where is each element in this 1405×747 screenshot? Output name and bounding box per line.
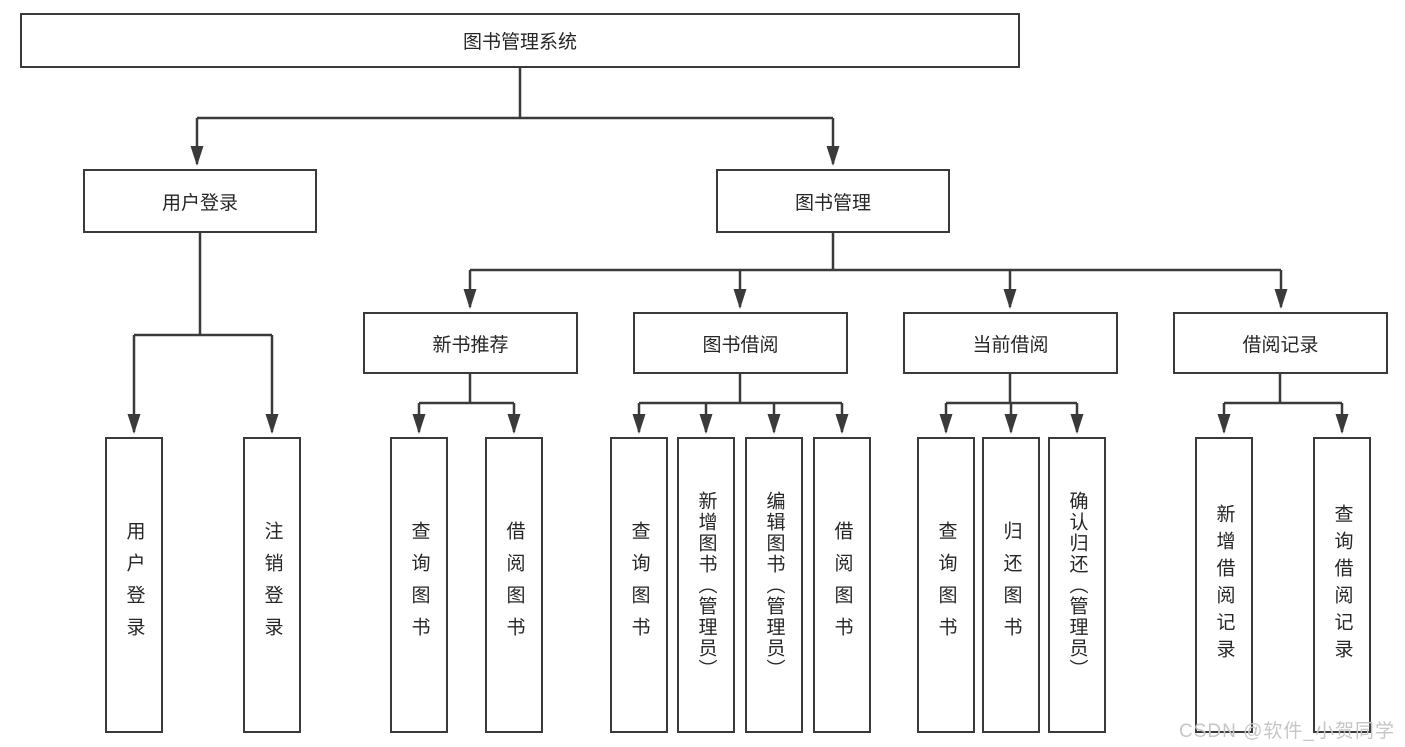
- node-book-borrow: 图书借阅: [633, 312, 848, 374]
- node-book-management: 图书管理: [716, 169, 950, 233]
- edge-records-split: [1224, 374, 1342, 405]
- edge-root-trunk: [197, 68, 833, 120]
- leaf-bb-query-books: 查询图书: [610, 437, 668, 733]
- leaf-nb-borrow-books: 借阅图书: [485, 437, 543, 733]
- leaf-bb-borrow-books: 借阅图书: [813, 437, 871, 733]
- node-book-borrow-label: 图书借阅: [702, 334, 779, 356]
- leaf-nb-query-books-label: 查询图书: [408, 521, 430, 649]
- leaf-cb-return-books-label: 归还图书: [1000, 521, 1022, 649]
- leaf-bb-edit-books-admin: 编辑图书（管理员）: [745, 437, 803, 733]
- edge-newbooks-split: [419, 374, 514, 405]
- leaf-nb-query-books: 查询图书: [390, 437, 448, 733]
- watermark: CSDN @软件_小贺同学: [1179, 721, 1395, 742]
- leaf-bb-borrow-books-label: 借阅图书: [831, 521, 853, 649]
- leaf-bb-add-books-admin-label: 新增图书（管理员）: [695, 490, 717, 680]
- leaf-bb-query-books-label: 查询图书: [628, 521, 650, 649]
- node-new-book-recommend-label: 新书推荐: [432, 334, 509, 356]
- leaf-user-login-label: 用户登录: [123, 521, 145, 649]
- leaf-cb-query-books: 查询图书: [917, 437, 975, 733]
- leaf-user-login: 用户登录: [105, 437, 163, 733]
- leaf-cb-return-books: 归还图书: [982, 437, 1040, 733]
- leaf-cb-query-books-label: 查询图书: [935, 521, 957, 649]
- leaf-bb-add-books-admin: 新增图书（管理员）: [677, 437, 735, 733]
- node-borrow-records: 借阅记录: [1173, 312, 1388, 374]
- node-book-management-label: 图书管理: [794, 192, 871, 214]
- leaf-rec-add-record: 新增借阅记录: [1195, 437, 1253, 733]
- edge-currentborrow-split: [946, 374, 1077, 405]
- leaf-cb-confirm-return-admin: 确认归还（管理员）: [1048, 437, 1106, 733]
- node-root-label: 图书管理系统: [462, 32, 577, 53]
- leaf-logout: 注销登录: [243, 437, 301, 733]
- node-user-login: 用户登录: [83, 169, 317, 233]
- leaf-rec-add-record-label: 新增借阅记录: [1213, 504, 1235, 666]
- node-current-borrow: 当前借阅: [903, 312, 1118, 374]
- leaf-rec-query-record-label: 查询借阅记录: [1331, 504, 1353, 666]
- leaf-nb-borrow-books-label: 借阅图书: [503, 521, 525, 649]
- edge-bookmgmt-split: [470, 233, 1281, 272]
- leaf-bb-edit-books-admin-label: 编辑图书（管理员）: [763, 490, 785, 680]
- node-new-book-recommend: 新书推荐: [363, 312, 578, 374]
- leaf-cb-confirm-return-admin-label: 确认归还（管理员）: [1066, 490, 1088, 680]
- edge-bookborrow-split: [639, 374, 842, 405]
- node-current-borrow-label: 当前借阅: [972, 334, 1049, 356]
- leaf-rec-query-record: 查询借阅记录: [1313, 437, 1371, 733]
- leaf-logout-label: 注销登录: [261, 521, 283, 649]
- edge-userlogin-split: [134, 233, 272, 337]
- node-borrow-records-label: 借阅记录: [1242, 334, 1319, 356]
- node-root-system: 图书管理系统: [20, 13, 1020, 68]
- node-user-login-label: 用户登录: [161, 192, 238, 214]
